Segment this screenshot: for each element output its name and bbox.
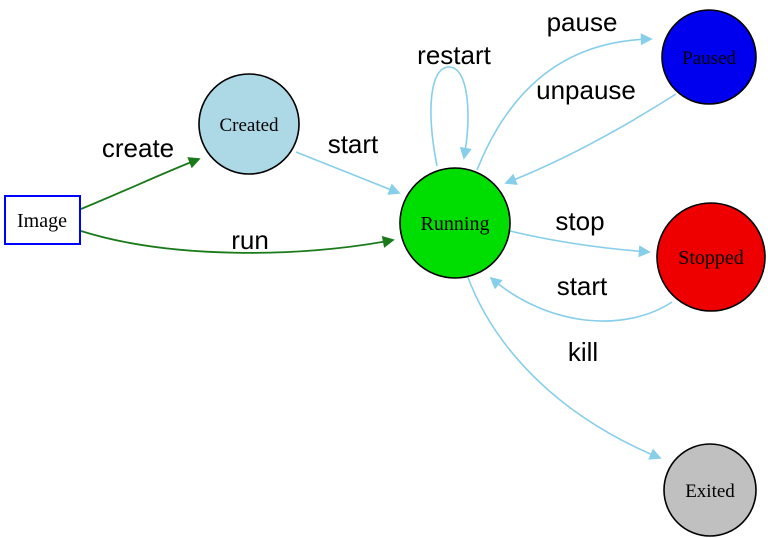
edge-start-from-stopped bbox=[489, 276, 673, 322]
edge-label-pause: pause bbox=[547, 7, 618, 37]
edge-unpause bbox=[504, 93, 677, 185]
edge-label-start-from-created: start bbox=[328, 129, 379, 159]
edge-start-from-created bbox=[295, 151, 401, 195]
edge-kill bbox=[466, 274, 662, 460]
edge-create bbox=[80, 157, 201, 210]
node-image: Image bbox=[4, 195, 81, 245]
node-created-label: Created bbox=[219, 115, 279, 136]
edge-stop bbox=[509, 230, 651, 258]
edge-label-unpause: unpause bbox=[536, 75, 636, 105]
edge-label-start-from-stopped: start bbox=[557, 271, 608, 301]
node-stopped-label: Stopped bbox=[678, 247, 744, 269]
node-paused: Paused bbox=[661, 9, 757, 105]
node-created: Created bbox=[198, 73, 300, 175]
node-exited: Exited bbox=[663, 443, 757, 537]
node-paused-label: Paused bbox=[682, 48, 736, 69]
edge-restart-self-loop bbox=[430, 66, 472, 167]
edge-label-run: run bbox=[231, 225, 269, 255]
node-image-label: Image bbox=[17, 210, 67, 232]
edge-run bbox=[80, 230, 395, 254]
node-running: Running bbox=[399, 167, 511, 279]
node-exited-label: Exited bbox=[685, 481, 735, 502]
node-stopped: Stopped bbox=[656, 202, 766, 312]
edge-pause bbox=[476, 33, 653, 171]
edge-label-kill: kill bbox=[568, 337, 598, 367]
node-running-label: Running bbox=[421, 213, 490, 235]
edge-label-restart: restart bbox=[417, 40, 491, 70]
edge-label-create: create bbox=[102, 133, 174, 163]
edge-label-stop: stop bbox=[555, 206, 604, 236]
